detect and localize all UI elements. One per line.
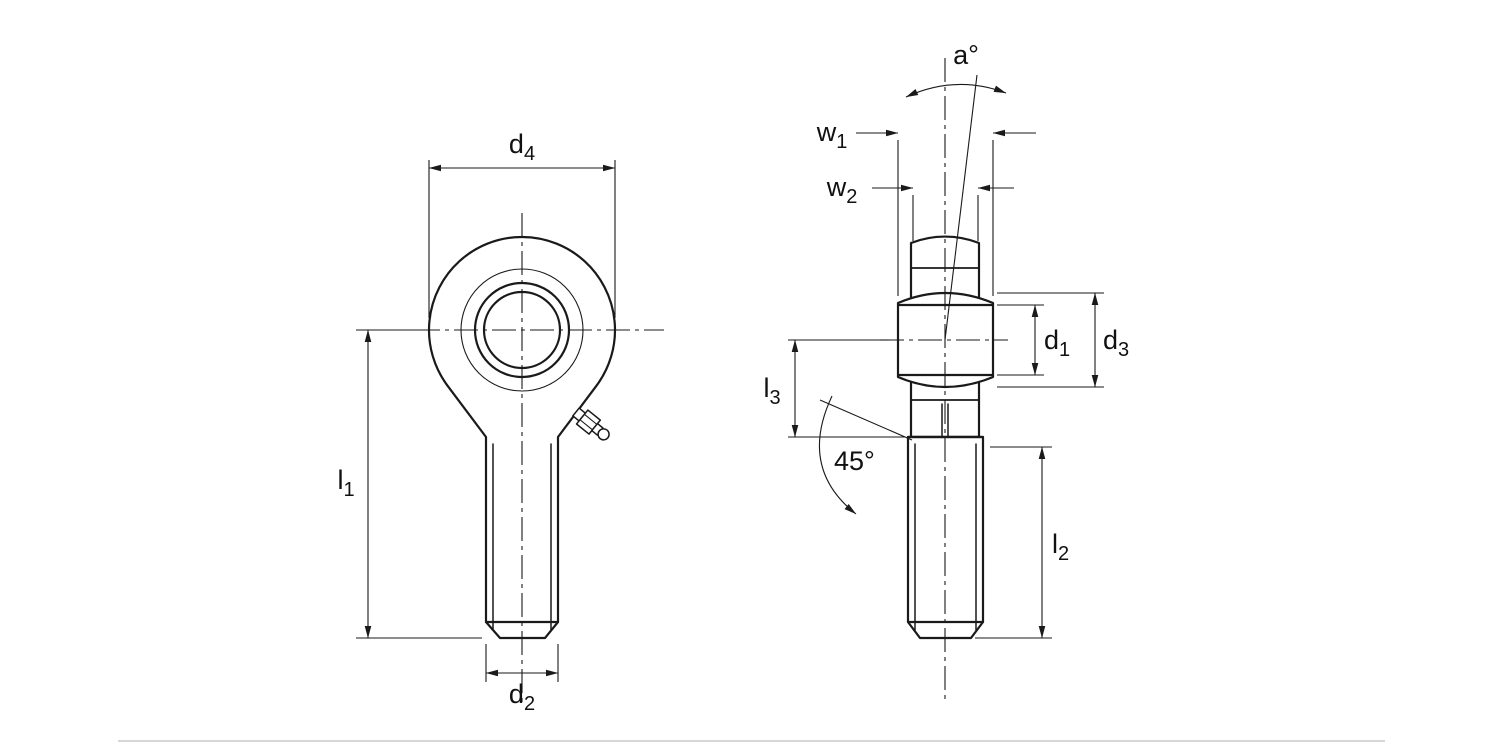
dimension-45-chamfer: 45° — [819, 395, 913, 515]
dimension-l1: l1 — [337, 329, 482, 639]
dimension-a-angle: a° — [905, 40, 1007, 98]
grease-nipple — [572, 407, 610, 441]
side-view: a° w1 w2 d1 d3 — [763, 40, 1129, 703]
dimension-w1: w1 — [816, 117, 1036, 296]
label-l1: l1 — [337, 465, 354, 501]
dimension-d1: d1 — [997, 304, 1070, 376]
a-angle-arc — [905, 83, 1007, 98]
chamfer-angle-arc — [819, 395, 857, 515]
label-l3: l3 — [763, 373, 780, 409]
dimension-w2: w2 — [826, 172, 1014, 241]
grease-nipple-hex-facet-bottom — [579, 419, 593, 431]
chamfer-reference-line — [819, 399, 913, 441]
misalignment-angle-line — [944, 74, 978, 341]
dimension-l3: l3 — [763, 339, 905, 438]
front-view: d4 l1 d2 — [337, 129, 664, 715]
page-bottom-border — [118, 740, 1385, 742]
grease-nipple-tip — [597, 428, 610, 441]
dimension-d4: d4 — [428, 129, 616, 318]
grease-nipple-hex-facet-top — [583, 413, 598, 425]
label-a-angle: a° — [953, 40, 979, 70]
label-d1: d1 — [1044, 325, 1070, 361]
label-l2: l2 — [1052, 529, 1069, 565]
label-w2: w2 — [826, 172, 858, 208]
dimension-d3: d3 — [997, 292, 1129, 388]
dimension-d2: d2 — [485, 644, 559, 715]
label-d2: d2 — [509, 679, 535, 715]
label-45-degrees: 45° — [834, 446, 875, 476]
label-w1: w1 — [816, 117, 848, 153]
dimension-l2: l2 — [975, 446, 1069, 639]
label-d4: d4 — [509, 129, 535, 165]
label-d3: d3 — [1103, 325, 1129, 361]
